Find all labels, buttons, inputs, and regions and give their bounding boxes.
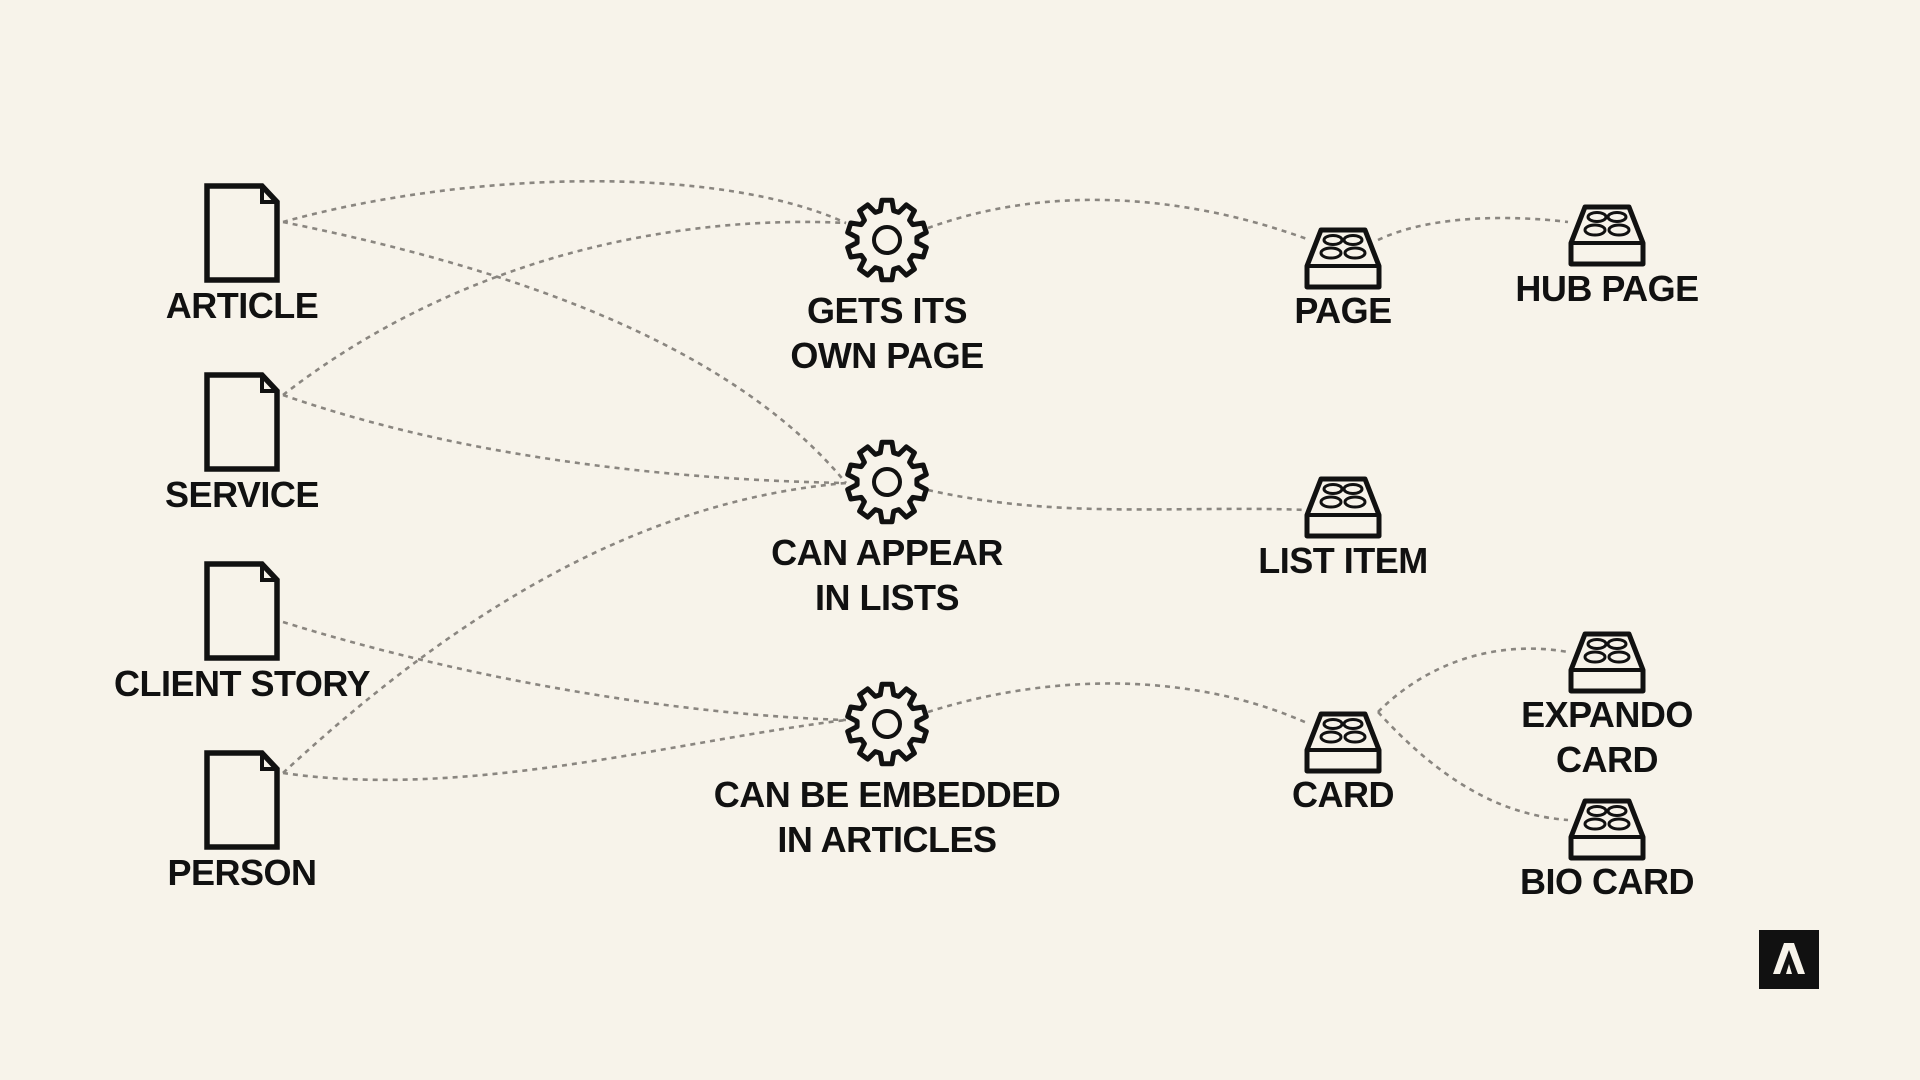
connector-card-to-expando-card: [1377, 647, 1569, 713]
connector-card-to-bio-card: [1377, 711, 1569, 822]
component-label-list-item: LIST ITEM: [1258, 538, 1428, 583]
label-line: GETS ITS: [806, 290, 968, 331]
content-type-label-person: PERSON: [167, 850, 317, 895]
connector-appear-in-lists-to-list-item: [927, 488, 1308, 512]
connector-page-to-hub-page: [1377, 216, 1569, 242]
document-icon: [207, 186, 277, 280]
component-label-page: PAGE: [1294, 288, 1392, 333]
connector-service-to-appear-in-lists: [282, 393, 847, 485]
connectors-layer: [282, 179, 1569, 822]
label-line: IN ARTICLES: [777, 819, 997, 860]
document-icon: [207, 564, 277, 658]
label-line: EXPANDO: [1521, 694, 1693, 735]
gear-icon: [845, 439, 929, 525]
connector-article-to-appear-in-lists: [282, 220, 848, 484]
label-line: CAN BE EMBEDDED: [713, 774, 1061, 815]
block-icon: [1307, 230, 1379, 287]
block-icon: [1571, 634, 1643, 691]
label-line: LIST ITEM: [1258, 540, 1428, 581]
connector-article-to-gets-own-page: [282, 179, 847, 225]
icons-layer: [207, 186, 1643, 858]
label-line: PERSON: [167, 852, 317, 893]
connector-embedded-in-articles-to-card: [927, 682, 1308, 725]
connector-client-story-to-embedded-in-articles: [282, 620, 847, 722]
gear-icon: [845, 681, 929, 767]
label-line: CARD: [1292, 774, 1395, 815]
label-line: CLIENT STORY: [113, 663, 371, 704]
connector-person-to-appear-in-lists: [282, 481, 847, 774]
label-line: HUB PAGE: [1515, 268, 1699, 309]
label-line: BIO CARD: [1520, 861, 1695, 902]
block-icon: [1307, 714, 1379, 771]
gear-icon: [845, 197, 929, 283]
label-line: IN LISTS: [814, 577, 960, 618]
label-line: CARD: [1555, 739, 1658, 780]
connector-person-to-embedded-in-articles: [282, 718, 847, 782]
brand-logo-icon: [1759, 930, 1819, 989]
variant-label-bio-card: BIO CARD: [1520, 859, 1695, 904]
document-icon: [207, 753, 277, 847]
content-type-label-article: ARTICLE: [166, 283, 319, 328]
label-line: PAGE: [1294, 290, 1392, 331]
label-line: CAN APPEAR: [771, 532, 1003, 573]
variant-label-hub-page: HUB PAGE: [1515, 266, 1699, 311]
content-type-label-client-story: CLIENT STORY: [113, 661, 371, 706]
connector-gets-own-page-to-page: [927, 198, 1308, 241]
document-icon: [207, 375, 277, 469]
component-label-card: CARD: [1292, 772, 1395, 817]
block-icon: [1571, 207, 1643, 264]
content-type-label-service: SERVICE: [165, 472, 319, 517]
connector-service-to-gets-own-page: [282, 220, 847, 397]
label-line: ARTICLE: [165, 285, 319, 326]
block-icon: [1307, 479, 1379, 536]
label-line: OWN PAGE: [790, 335, 984, 376]
label-line: SERVICE: [165, 474, 319, 515]
block-icon: [1571, 801, 1643, 858]
